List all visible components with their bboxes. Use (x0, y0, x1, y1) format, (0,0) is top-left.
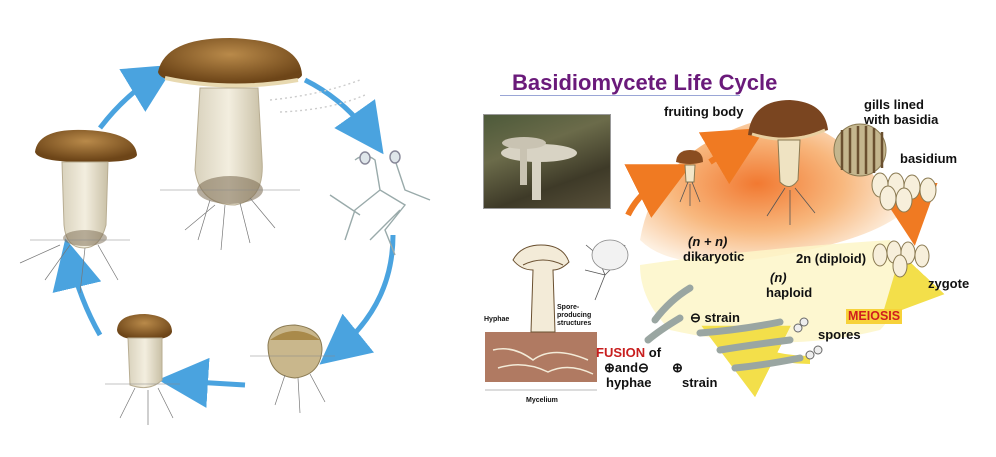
inset-hyphae-label: Hyphae (484, 316, 510, 323)
label-basidium: basidium (900, 151, 958, 166)
basidium-cells-icon (871, 172, 937, 213)
large-mushroom-illustration (158, 38, 302, 251)
plus-sign-icon: ⊕ (604, 360, 615, 375)
label-of: of (648, 345, 662, 360)
label-dikaryotic-n: (n + n) (688, 234, 728, 249)
spores-icon (793, 317, 823, 360)
label-dikaryotic: dikaryotic (683, 249, 745, 264)
label-diploid: 2n (diploid) (796, 251, 867, 266)
label-zygote: zygote (928, 276, 970, 291)
label-haploid-n: (n) (770, 270, 787, 285)
gills-closeup-icon (833, 123, 887, 177)
and-line: ⊕and⊖ (604, 360, 649, 375)
minus-sign-icon: ⊖ (638, 360, 649, 375)
cycle-arrow-5 (52, 238, 103, 337)
cycle-arrow-3 (319, 234, 396, 365)
label-fusion: FUSION (596, 345, 646, 360)
label-fruiting-body: fruiting body (664, 104, 744, 119)
hyphae-strands-icon (644, 284, 804, 372)
mushroom-photo (483, 114, 611, 209)
fruiting-body-icon (748, 100, 828, 225)
label-gills: gills lined with basidia (864, 97, 939, 127)
young-mushroom-illustration (105, 314, 180, 425)
button-mushroom-illustration (250, 324, 335, 414)
arrow-to-fruiting (698, 127, 766, 185)
cycle-arrow-4 (158, 357, 246, 408)
label-haploid: haploid (766, 285, 813, 300)
label-plus-strain: strain (682, 375, 718, 390)
plus-sign-icon: ⊕ (672, 360, 683, 375)
title-underline (500, 95, 740, 96)
diagram-title: Basidiomycete Life Cycle (512, 70, 778, 95)
label-hyphae: hyphae (606, 375, 652, 390)
left-life-cycle-diagram (19, 38, 431, 425)
minus-strain-row: ⊖ strain (690, 310, 740, 325)
young-fruiting-body-icon (676, 150, 703, 206)
arrow-to-meiosis (881, 253, 945, 318)
label-meiosis: MEIOSIS (846, 309, 903, 324)
basidiomycete-cycle-diagram (584, 100, 945, 398)
minus-sign-icon: ⊖ (690, 310, 705, 325)
cycle-arrow-2 (303, 77, 384, 155)
spores-and-hyphae-illustration (269, 79, 431, 256)
label-and: and (614, 360, 639, 375)
label-spores: spores (818, 327, 861, 342)
inset-spore-structures-label: Spore- producing structures (557, 304, 592, 327)
zygote-cells-icon (872, 240, 930, 278)
fusion-line: FUSION of (596, 345, 661, 360)
branching-mycelium-icon (584, 239, 629, 301)
label-minus-strain: strain (704, 310, 740, 325)
medium-mushroom-illustration (19, 129, 137, 294)
arrow-to-young (624, 164, 692, 218)
mycelium-cross-section (485, 244, 597, 391)
cycle-arrow-1 (98, 64, 176, 130)
inset-mycelium-label: Mycelium (526, 397, 558, 404)
haploid-zone (640, 240, 898, 343)
